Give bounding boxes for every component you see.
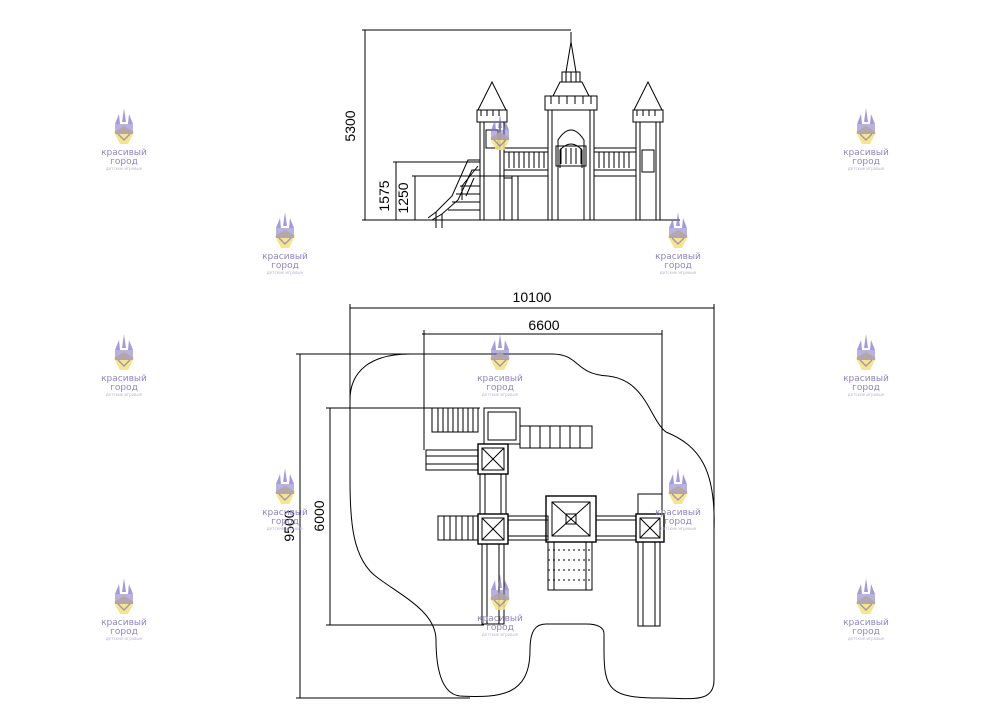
dim-overall-width: 10100 — [513, 289, 552, 305]
watermark-3-line2: город — [271, 261, 299, 271]
dim-equipment-width: 6600 — [528, 317, 559, 333]
plan-stair-left — [437, 515, 479, 541]
left-tower — [476, 80, 508, 221]
watermark-10-line2: город — [664, 517, 692, 527]
plan-stair — [431, 407, 479, 433]
elevation-dimensions: 5300 1575 1250 — [342, 29, 571, 221]
bridges — [503, 145, 637, 220]
watermark-4 — [667, 211, 689, 249]
watermark-6-line1: красивый — [101, 374, 147, 384]
watermark-6-line2: город — [110, 383, 138, 393]
safety-zone-outline — [349, 353, 715, 700]
watermark-7-line1: красивый — [477, 374, 523, 384]
watermark-13 — [855, 577, 877, 615]
watermark-8-line2: город — [852, 383, 880, 393]
plan-bridge-top — [519, 425, 593, 449]
dim-height-1250: 1250 — [395, 182, 411, 213]
watermark-7 — [489, 333, 511, 371]
watermark-12-line2: город — [486, 623, 514, 633]
plan-tower-square-2 — [477, 513, 509, 545]
elevation-view: 5300 1575 1250 — [342, 29, 680, 228]
watermark-7-tagline: детские игровые — [482, 392, 519, 397]
watermark-6 — [113, 333, 135, 371]
watermark-6-tagline: детские игровые — [106, 392, 143, 397]
plan-central-tower — [545, 495, 597, 543]
plan-ladder — [547, 541, 593, 591]
watermark-2-line2: город — [852, 157, 880, 167]
watermark-3 — [274, 211, 296, 249]
dim-height-total: 5300 — [342, 110, 358, 141]
slide-and-stairs — [427, 159, 512, 228]
watermark-1-line1: красивый — [101, 148, 147, 158]
watermark-9-line1: красивый — [262, 508, 308, 518]
watermark-9-line2: город — [271, 517, 299, 527]
watermark-11-line1: красивый — [101, 618, 147, 628]
watermark-4-line1: красивый — [655, 252, 701, 262]
watermark-11-tagline: детские игровые — [106, 636, 143, 641]
right-tower — [632, 80, 664, 221]
dim-height-1575: 1575 — [376, 180, 392, 211]
watermark-1 — [113, 107, 135, 145]
watermark-11-line2: город — [110, 627, 138, 637]
watermark-9 — [274, 467, 296, 505]
dim-overall-depth: 9500 — [281, 510, 297, 541]
dim-equipment-depth: 6000 — [311, 500, 327, 531]
watermark-13-line2: город — [852, 627, 880, 637]
watermark-2-line1: красивый — [843, 148, 889, 158]
watermark-4-line2: город — [664, 261, 692, 271]
watermark-2 — [855, 107, 877, 145]
watermark-12 — [489, 573, 511, 611]
plan-tower-square-1 — [477, 443, 509, 475]
watermark-3-tagline: детские игровые — [267, 270, 304, 275]
watermark-7-line2: город — [486, 383, 514, 393]
watermark-4-tagline: детские игровые — [660, 270, 697, 275]
watermark-10-line1: красивый — [655, 508, 701, 518]
watermark-3-line1: красивый — [262, 252, 308, 262]
watermark-9-tagline: детские игровые — [267, 526, 304, 531]
watermark-2-tagline: детские игровые — [848, 166, 885, 171]
watermark-12-tagline: детские игровые — [482, 632, 519, 637]
plan-dimensions: 10100 6600 9500 6000 — [281, 289, 715, 699]
watermark-10 — [667, 467, 689, 505]
watermark-11 — [113, 577, 135, 615]
watermark-13-line1: красивый — [843, 618, 889, 628]
plan-right-tower-top — [637, 493, 663, 515]
plan-bridge-middle — [507, 515, 549, 541]
central-tower — [544, 32, 598, 221]
watermark-10-tagline: детские игровые — [660, 526, 697, 531]
plan-slide-right — [637, 541, 661, 627]
watermark-8-line1: красивый — [843, 374, 889, 384]
watermark-12-line1: красивый — [477, 614, 523, 624]
watermark-8 — [855, 333, 877, 371]
balusters — [508, 145, 630, 168]
plan-top-platform — [483, 407, 521, 445]
plan-corridor — [479, 473, 507, 515]
watermark-8-tagline: детские игровые — [848, 392, 885, 397]
watermark-13-tagline: детские игровые — [848, 636, 885, 641]
plan-view: 10100 6600 9500 6000 — [281, 289, 715, 700]
plan-slide-left — [425, 449, 479, 471]
watermark-1-tagline: детские игровые — [106, 166, 143, 171]
watermark-1-line2: город — [110, 157, 138, 167]
